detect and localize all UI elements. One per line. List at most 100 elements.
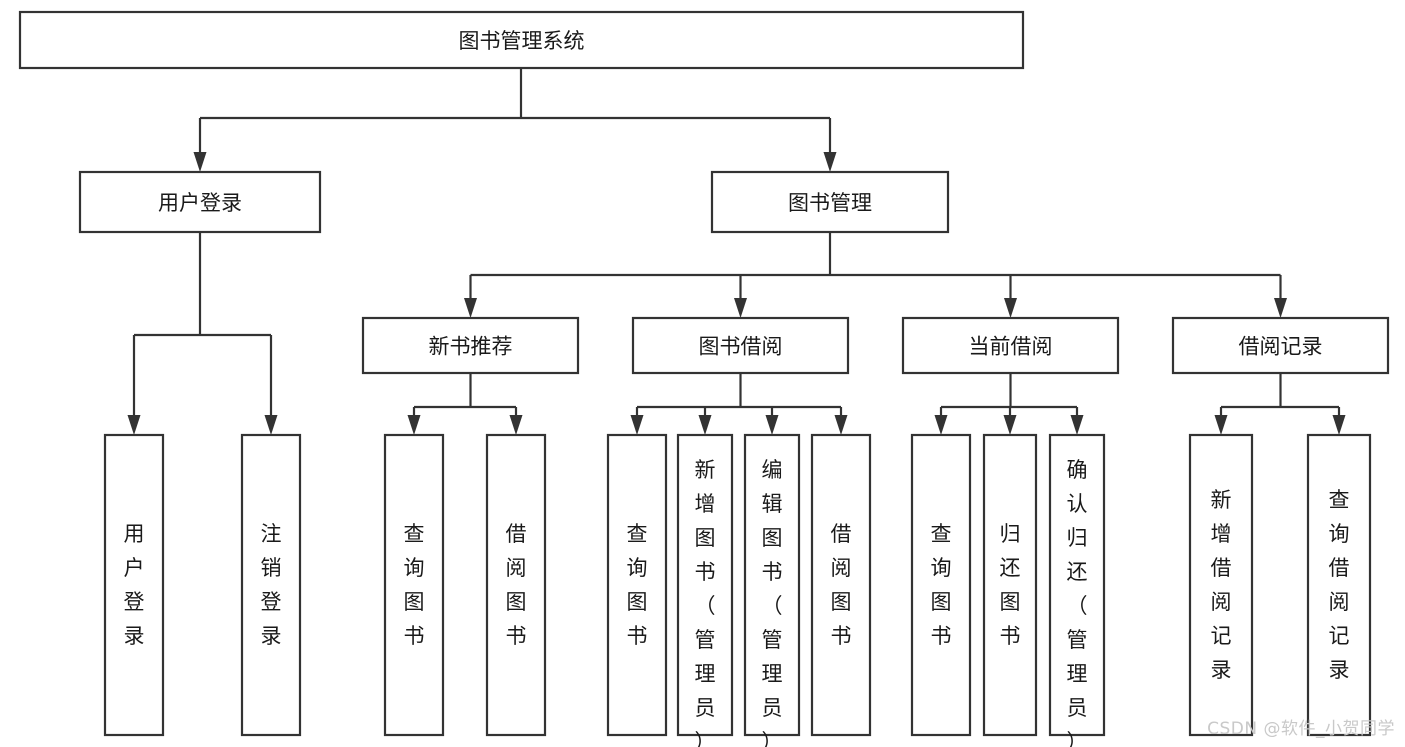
node-label-char: 员 bbox=[762, 696, 783, 720]
watermark-text: CSDN @软件_小贺同学 bbox=[1207, 719, 1395, 739]
node-leaf-borrow-book-2[interactable]: 借阅图书借阅图书 bbox=[810, 433, 872, 737]
node-user-login[interactable]: 用户登录 bbox=[78, 170, 322, 234]
node-leaf-query-book-2[interactable]: 查询图书查询图书 bbox=[606, 433, 668, 737]
node-label-char: 借 bbox=[831, 522, 852, 546]
arrow-head-icon bbox=[1332, 415, 1346, 435]
node-label-char: 书 bbox=[695, 560, 716, 584]
node-label-char: 阅 bbox=[1211, 590, 1232, 614]
arrow-head-icon bbox=[934, 415, 948, 435]
node-box-leaf-query-borrow-record[interactable] bbox=[1306, 433, 1372, 737]
node-label-book-management: 图书管理 bbox=[788, 191, 872, 215]
node-label-char: 录 bbox=[261, 624, 282, 648]
node-label-borrow-record: 借阅记录 bbox=[1239, 335, 1323, 359]
node-label-char: 新 bbox=[1211, 488, 1232, 512]
node-new-book-recommend[interactable]: 新书推荐 bbox=[361, 316, 580, 375]
node-label-char: 书 bbox=[627, 624, 648, 648]
node-box-leaf-edit-book-admin[interactable] bbox=[743, 433, 801, 737]
node-label-char: 书 bbox=[762, 560, 783, 584]
node-box-leaf-query-book-1[interactable] bbox=[383, 433, 445, 737]
node-label-char: 登 bbox=[261, 590, 282, 614]
node-label-new-book-recommend: 新书推荐 bbox=[429, 335, 513, 359]
node-leaf-query-book-1[interactable]: 查询图书查询图书 bbox=[383, 433, 445, 737]
arrow-head-icon bbox=[127, 415, 141, 435]
node-leaf-borrow-book-1[interactable]: 借阅图书借阅图书 bbox=[485, 433, 547, 737]
node-label-char: 增 bbox=[1211, 522, 1232, 546]
node-current-borrow[interactable]: 当前借阅 bbox=[901, 316, 1120, 375]
node-label-char: 理 bbox=[762, 662, 783, 686]
arrow-head-icon bbox=[630, 415, 644, 435]
node-label-char: 图 bbox=[627, 590, 648, 614]
node-label-char: 图 bbox=[931, 590, 952, 614]
node-label-char: 增 bbox=[695, 492, 716, 516]
node-box-leaf-query-book-3[interactable] bbox=[910, 433, 972, 737]
node-leaf-user-login[interactable]: 用户登录用户登录 bbox=[103, 433, 165, 737]
node-label-char: 管 bbox=[762, 628, 783, 652]
node-label-char: 归 bbox=[1067, 526, 1088, 550]
node-leaf-logout-login[interactable]: 注销登录注销登录 bbox=[240, 433, 302, 737]
node-label-book-borrow: 图书借阅 bbox=[699, 335, 783, 359]
node-label-char: 录 bbox=[1329, 658, 1350, 682]
node-label-char: 管 bbox=[1067, 628, 1088, 652]
node-box-leaf-return-book[interactable] bbox=[982, 433, 1038, 737]
node-box-leaf-add-borrow-record[interactable] bbox=[1188, 433, 1254, 737]
node-label-char: 还 bbox=[1000, 556, 1021, 580]
node-leaf-add-borrow-record[interactable]: 新增借阅记录新增借阅记录 bbox=[1188, 433, 1254, 737]
node-label-char: 管 bbox=[695, 628, 716, 652]
node-label-char: 查 bbox=[931, 522, 952, 546]
node-box-book-borrow[interactable] bbox=[631, 316, 850, 375]
node-box-current-borrow[interactable] bbox=[901, 316, 1120, 375]
node-box-book-management[interactable] bbox=[710, 170, 950, 234]
arrow-head-icon bbox=[1003, 415, 1017, 435]
node-label-char: 注 bbox=[261, 522, 282, 546]
node-box-user-login[interactable] bbox=[78, 170, 322, 234]
node-box-borrow-record[interactable] bbox=[1171, 316, 1390, 375]
node-layer: 图书管理系统用户登录图书管理新书推荐图书借阅当前借阅借阅记录用户登录用户登录注销… bbox=[18, 10, 1390, 747]
node-label-char: 借 bbox=[1329, 556, 1350, 580]
node-root[interactable]: 图书管理系统 bbox=[18, 10, 1025, 70]
node-box-leaf-borrow-book-1[interactable] bbox=[485, 433, 547, 737]
node-borrow-record[interactable]: 借阅记录 bbox=[1171, 316, 1390, 375]
node-label-char: 询 bbox=[931, 556, 952, 580]
node-box-leaf-logout-login[interactable] bbox=[240, 433, 302, 737]
node-label-char: 书 bbox=[931, 624, 952, 648]
arrow-head-icon bbox=[834, 415, 848, 435]
arrow-head-icon bbox=[464, 298, 477, 318]
node-label-char: 询 bbox=[627, 556, 648, 580]
node-box-leaf-query-book-2[interactable] bbox=[606, 433, 668, 737]
node-box-leaf-borrow-book-2[interactable] bbox=[810, 433, 872, 737]
node-label-char: 借 bbox=[1211, 556, 1232, 580]
node-box-root[interactable] bbox=[18, 10, 1025, 70]
node-book-management[interactable]: 图书管理 bbox=[710, 170, 950, 234]
node-label-char: 图 bbox=[506, 590, 527, 614]
node-label-char: 登 bbox=[124, 590, 145, 614]
node-label-char: ） bbox=[762, 730, 783, 747]
node-book-borrow[interactable]: 图书借阅 bbox=[631, 316, 850, 375]
node-box-leaf-user-login[interactable] bbox=[103, 433, 165, 737]
node-label-char: 图 bbox=[831, 590, 852, 614]
node-leaf-query-book-3[interactable]: 查询图书查询图书 bbox=[910, 433, 972, 737]
arrow-head-icon bbox=[823, 152, 837, 172]
node-label-char: （ bbox=[695, 594, 716, 618]
node-label-char: 归 bbox=[1000, 522, 1021, 546]
node-label-char: 图 bbox=[1000, 590, 1021, 614]
node-box-leaf-add-book-admin[interactable] bbox=[676, 433, 734, 737]
node-label-char: 记 bbox=[1329, 624, 1350, 648]
node-label-char: 认 bbox=[1067, 492, 1088, 516]
node-label-char: 图 bbox=[695, 526, 716, 550]
node-box-new-book-recommend[interactable] bbox=[361, 316, 580, 375]
node-label-current-borrow: 当前借阅 bbox=[969, 335, 1053, 359]
node-box-leaf-confirm-return-admin[interactable] bbox=[1048, 433, 1106, 737]
node-label-char: 书 bbox=[831, 624, 852, 648]
node-leaf-query-borrow-record[interactable]: 查询借阅记录查询借阅记录 bbox=[1306, 433, 1372, 737]
node-label-user-login: 用户登录 bbox=[158, 191, 242, 215]
node-label-char: 新 bbox=[695, 458, 716, 482]
node-label-char: 户 bbox=[124, 556, 145, 580]
node-leaf-return-book[interactable]: 归还图书归还图书 bbox=[982, 433, 1038, 737]
arrow-head-icon bbox=[509, 415, 523, 435]
node-label-char: 询 bbox=[404, 556, 425, 580]
node-label-char: 记 bbox=[1211, 624, 1232, 648]
node-label-char: 阅 bbox=[506, 556, 527, 580]
